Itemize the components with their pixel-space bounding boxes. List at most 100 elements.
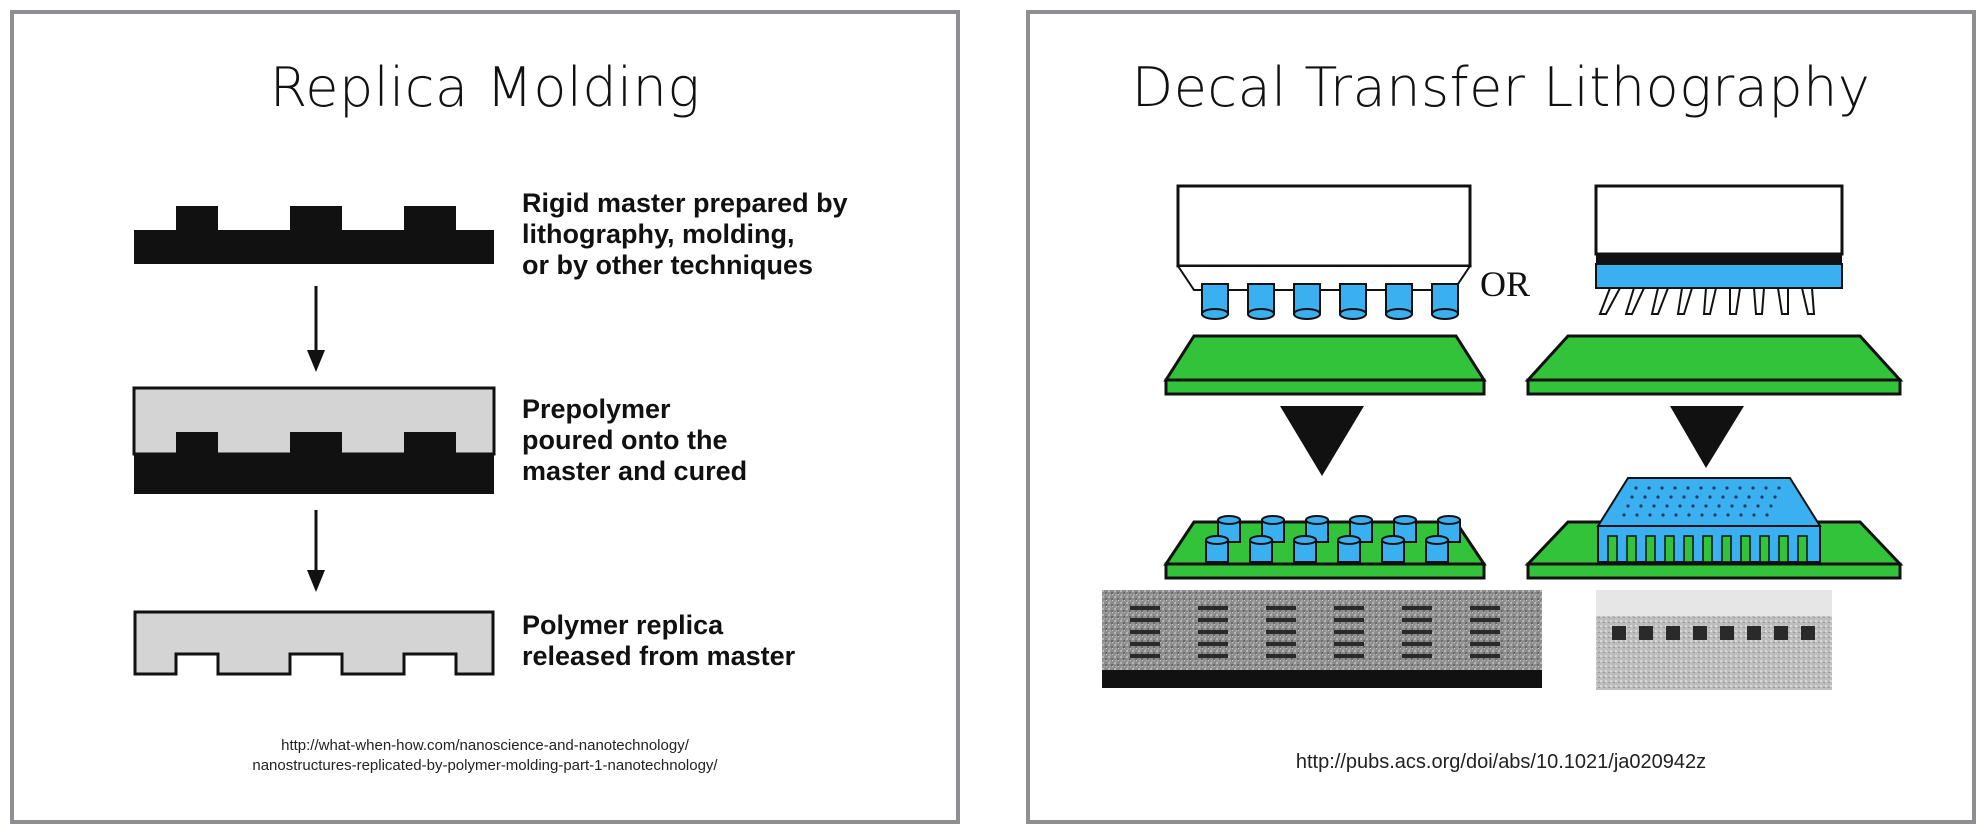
post-cap <box>1248 309 1274 319</box>
sem-image-channels <box>1596 590 1832 690</box>
step-1-line-1: Rigid master prepared by <box>522 188 848 219</box>
sem-feature <box>1130 606 1160 610</box>
post-cap <box>1202 309 1228 319</box>
channel-opening <box>1760 536 1769 562</box>
channel-dot <box>1717 504 1720 507</box>
sem-feature <box>1402 642 1432 646</box>
channel-dot <box>1665 504 1668 507</box>
transferred-post-top <box>1350 516 1372 524</box>
channel-dot <box>1760 495 1763 498</box>
channel-opening <box>1608 536 1617 562</box>
sem-feature <box>1334 618 1364 622</box>
channel-dot <box>1652 504 1655 507</box>
stamp-with-channels <box>1596 186 1842 288</box>
sem-channel <box>1720 626 1734 640</box>
transferred-post-top <box>1206 536 1228 544</box>
channel-dot <box>1726 513 1729 516</box>
stamp-with-posts <box>1178 186 1470 290</box>
channel-dot <box>1686 486 1689 489</box>
channel-dot <box>1674 513 1677 516</box>
sem-channel <box>1747 626 1761 640</box>
channel-dot <box>1630 495 1633 498</box>
sem-feature <box>1266 654 1296 658</box>
transferred-post-top <box>1426 536 1448 544</box>
decal-transfer-panel: Decal Transfer Lithography OR <box>1026 10 1976 824</box>
channel-opening <box>1779 536 1788 562</box>
channel-opening <box>1627 536 1636 562</box>
substrate-right-top <box>1528 336 1900 394</box>
sem-channel <box>1801 626 1815 640</box>
transferred-post-top <box>1394 516 1416 524</box>
channel-dot <box>1739 513 1742 516</box>
channel-dot <box>1691 504 1694 507</box>
channel-dot <box>1738 486 1741 489</box>
sem-feature <box>1470 606 1500 610</box>
transferred-post-top <box>1294 536 1316 544</box>
sem-feature <box>1470 654 1500 658</box>
step-3-line-1: Polymer replica <box>522 610 795 641</box>
channel-dot <box>1730 504 1733 507</box>
channel-dot <box>1660 486 1663 489</box>
sem-feature <box>1266 630 1296 634</box>
sem-feature <box>1334 654 1364 658</box>
channel <box>1652 288 1668 314</box>
channel-dot <box>1743 504 1746 507</box>
sem-feature <box>1334 630 1364 634</box>
sem-feature <box>1266 606 1296 610</box>
channel-dot <box>1639 504 1642 507</box>
channel-dot <box>1648 513 1651 516</box>
channel-opening <box>1722 536 1731 562</box>
channel <box>1730 288 1740 314</box>
channel-dot <box>1699 486 1702 489</box>
channel-dot <box>1626 504 1629 507</box>
sem-feature <box>1130 642 1160 646</box>
sem-channel <box>1774 626 1788 640</box>
channel-dot <box>1634 486 1637 489</box>
or-label: OR <box>1480 264 1530 304</box>
step-2-line-1: Prepolymer <box>522 394 747 425</box>
citation-line-1: http://what-when-how.com/nanoscience-and… <box>14 736 956 756</box>
decal-transfer-diagram: OR <box>1030 14 1972 820</box>
sem-feature <box>1470 642 1500 646</box>
transferred-post-top <box>1438 516 1460 524</box>
sem-channel <box>1612 626 1626 640</box>
channel-dot <box>1725 486 1728 489</box>
channel-dot <box>1661 513 1664 516</box>
channel-dot <box>1777 486 1780 489</box>
down-triangle-left <box>1280 406 1364 476</box>
channel-opening <box>1703 536 1712 562</box>
sem-feature <box>1470 630 1500 634</box>
prepolymer-on-master-shape <box>134 388 494 494</box>
channel-dot <box>1635 513 1638 516</box>
transferred-post-top <box>1262 516 1284 524</box>
channel-dot <box>1747 495 1750 498</box>
sem-feature <box>1130 630 1160 634</box>
channel-dot <box>1622 513 1625 516</box>
channel-dot <box>1765 513 1768 516</box>
channel-dot <box>1678 504 1681 507</box>
channel-dot <box>1656 495 1659 498</box>
transferred-post-top <box>1338 536 1360 544</box>
sem-feature <box>1402 630 1432 634</box>
sem-feature <box>1198 606 1228 610</box>
channel-opening <box>1798 536 1807 562</box>
channel-dot <box>1713 513 1716 516</box>
channel-dot <box>1682 495 1685 498</box>
sem-channel <box>1639 626 1653 640</box>
channel-dot <box>1643 495 1646 498</box>
step-1-line-3: or by other techniques <box>522 250 848 281</box>
stamp-channels <box>1600 288 1814 314</box>
channel-opening <box>1646 536 1655 562</box>
channel-dot <box>1704 504 1707 507</box>
channel-opening <box>1665 536 1674 562</box>
channel-dot <box>1695 495 1698 498</box>
channel-dot <box>1751 486 1754 489</box>
channel-dot <box>1764 486 1767 489</box>
step-3-text: Polymer replica released from master <box>522 610 795 672</box>
channel-dot <box>1752 513 1755 516</box>
channel-dot <box>1700 513 1703 516</box>
channel-dot <box>1734 495 1737 498</box>
sem-feature <box>1266 618 1296 622</box>
sem-feature <box>1266 642 1296 646</box>
step-2-text: Prepolymer poured onto the master and cu… <box>522 394 747 487</box>
